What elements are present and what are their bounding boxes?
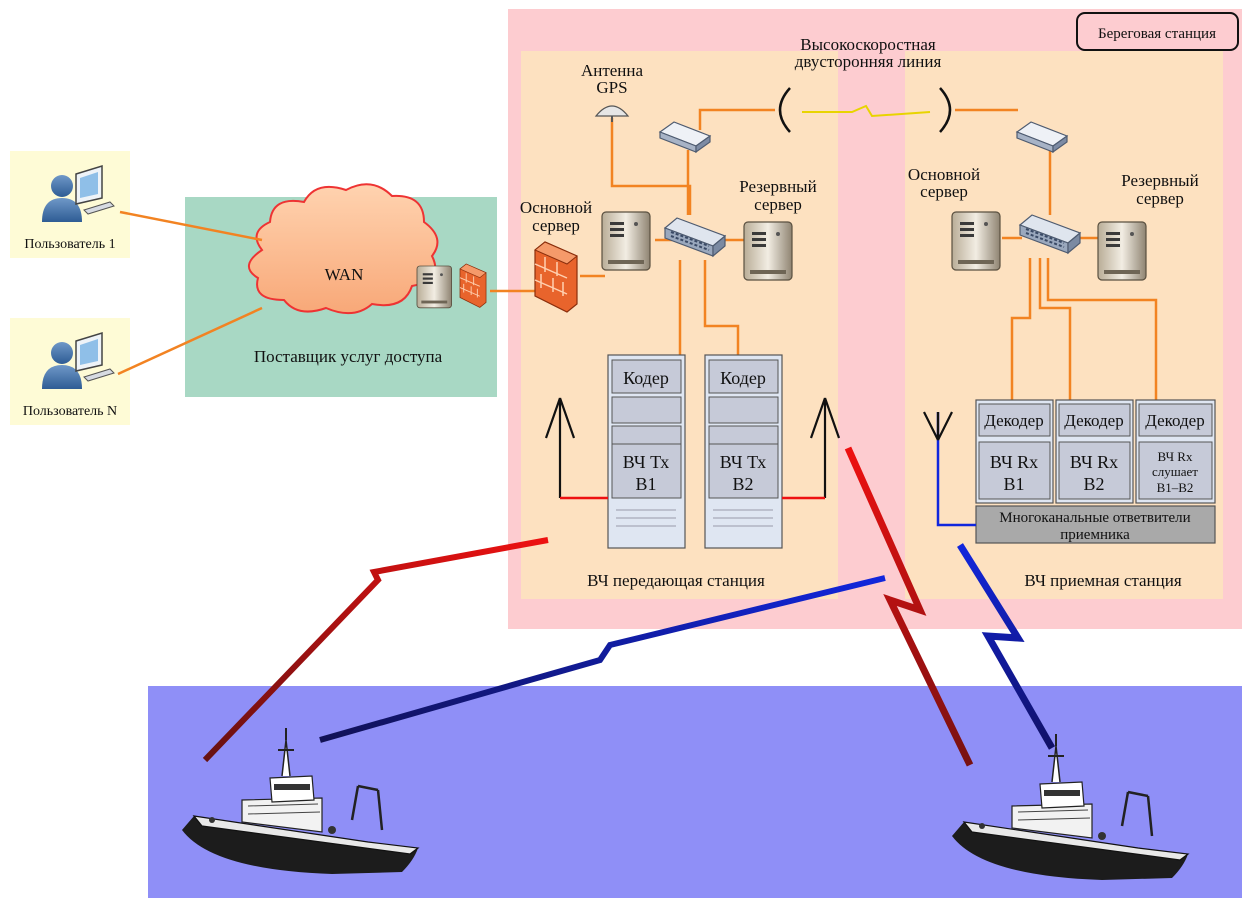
radio-link-rx-right-blue [957, 543, 1056, 750]
rx-backup-server-label-1: Резервный [1121, 171, 1198, 190]
tx-station-label: ВЧ передающая станция [587, 571, 765, 590]
rx-main-server-label-2: сервер [920, 182, 968, 201]
tx-main-server-label-2: сервер [532, 216, 580, 235]
gps-antenna-icon [594, 105, 630, 122]
rx-rack-2 [1055, 399, 1134, 504]
rx-antenna-icon [923, 411, 976, 527]
rx-backup-server-label-2: сервер [1136, 189, 1184, 208]
tx-b2-label-1: ВЧ Тх [720, 452, 766, 472]
rx-rack-1 [975, 399, 1054, 504]
user-n-label: Пользователь N [23, 404, 117, 419]
tx-backup-server-icon [743, 221, 793, 281]
rx-b2-label-2: B2 [1083, 474, 1104, 494]
gps-antenna-label-1: Антенна [581, 61, 644, 80]
highspeed-line-label-2: двусторонняя линия [795, 52, 942, 71]
rx-decoder-1-label: Декодер [984, 411, 1043, 430]
rx-decoder-2-label: Декодер [1064, 411, 1123, 430]
tx-main-server-label-1: Основной [520, 198, 592, 217]
rx-backup-server-icon [1097, 221, 1147, 281]
rx-main-server-icon [951, 211, 1001, 271]
radio-link-tx-left-red [202, 537, 549, 763]
multicoupler-label-1: Многоканальные ответвители [999, 510, 1190, 526]
tx-main-server-icon [601, 211, 651, 271]
rx-b1-label-2: B1 [1003, 474, 1024, 494]
link-dish-right-icon [939, 87, 952, 133]
rx-b12-label-2: слушает [1152, 464, 1198, 479]
tx-rack-2 [704, 354, 783, 549]
microwave-link [802, 104, 931, 118]
tx-encoder-1-label: Кодер [623, 368, 669, 388]
wan-label: WAN [325, 265, 364, 284]
rx-b12-label-1: ВЧ Rx [1158, 449, 1193, 464]
provider-label: Поставщик услуг доступа [254, 347, 443, 366]
highspeed-line-label-1: Высокоскоростная [800, 35, 936, 54]
multicoupler-label-2: приемника [1060, 527, 1130, 543]
rx-b12-label-3: B1–B2 [1157, 480, 1194, 495]
gps-antenna-label-2: GPS [596, 78, 627, 97]
tx-b1-label-1: ВЧ Тх [623, 452, 669, 472]
shore-station-label-box [1076, 12, 1239, 51]
tx-b2-label-2: В2 [732, 474, 753, 494]
tx-backup-server-label-2: сервер [754, 195, 802, 214]
user-1-label: Пользователь 1 [24, 237, 115, 252]
provider-server-icon [416, 265, 452, 309]
tx-b1-label-2: В1 [635, 474, 656, 494]
radio-link-tx-right-red [844, 446, 974, 767]
rx-station-label: ВЧ приемная станция [1024, 571, 1182, 590]
tx-backup-server-label-1: Резервный [739, 177, 816, 196]
tx-rack-1 [607, 354, 686, 549]
radio-link-rx-left-blue [319, 575, 886, 743]
tx-encoder-2-label: Кодер [720, 368, 766, 388]
rx-rack-3 [1135, 399, 1216, 504]
network-links [117, 108, 1158, 400]
rx-decoder-3-label: Декодер [1145, 411, 1204, 430]
link-dish-left-icon [778, 87, 791, 133]
shore-station-label: Береговая станция [1098, 26, 1216, 42]
rx-main-server-label-1: Основной [908, 165, 980, 184]
wan-cloud [248, 183, 439, 315]
rx-b2-label-1: ВЧ Rx [1070, 452, 1118, 472]
rx-b1-label-1: ВЧ Rx [990, 452, 1038, 472]
